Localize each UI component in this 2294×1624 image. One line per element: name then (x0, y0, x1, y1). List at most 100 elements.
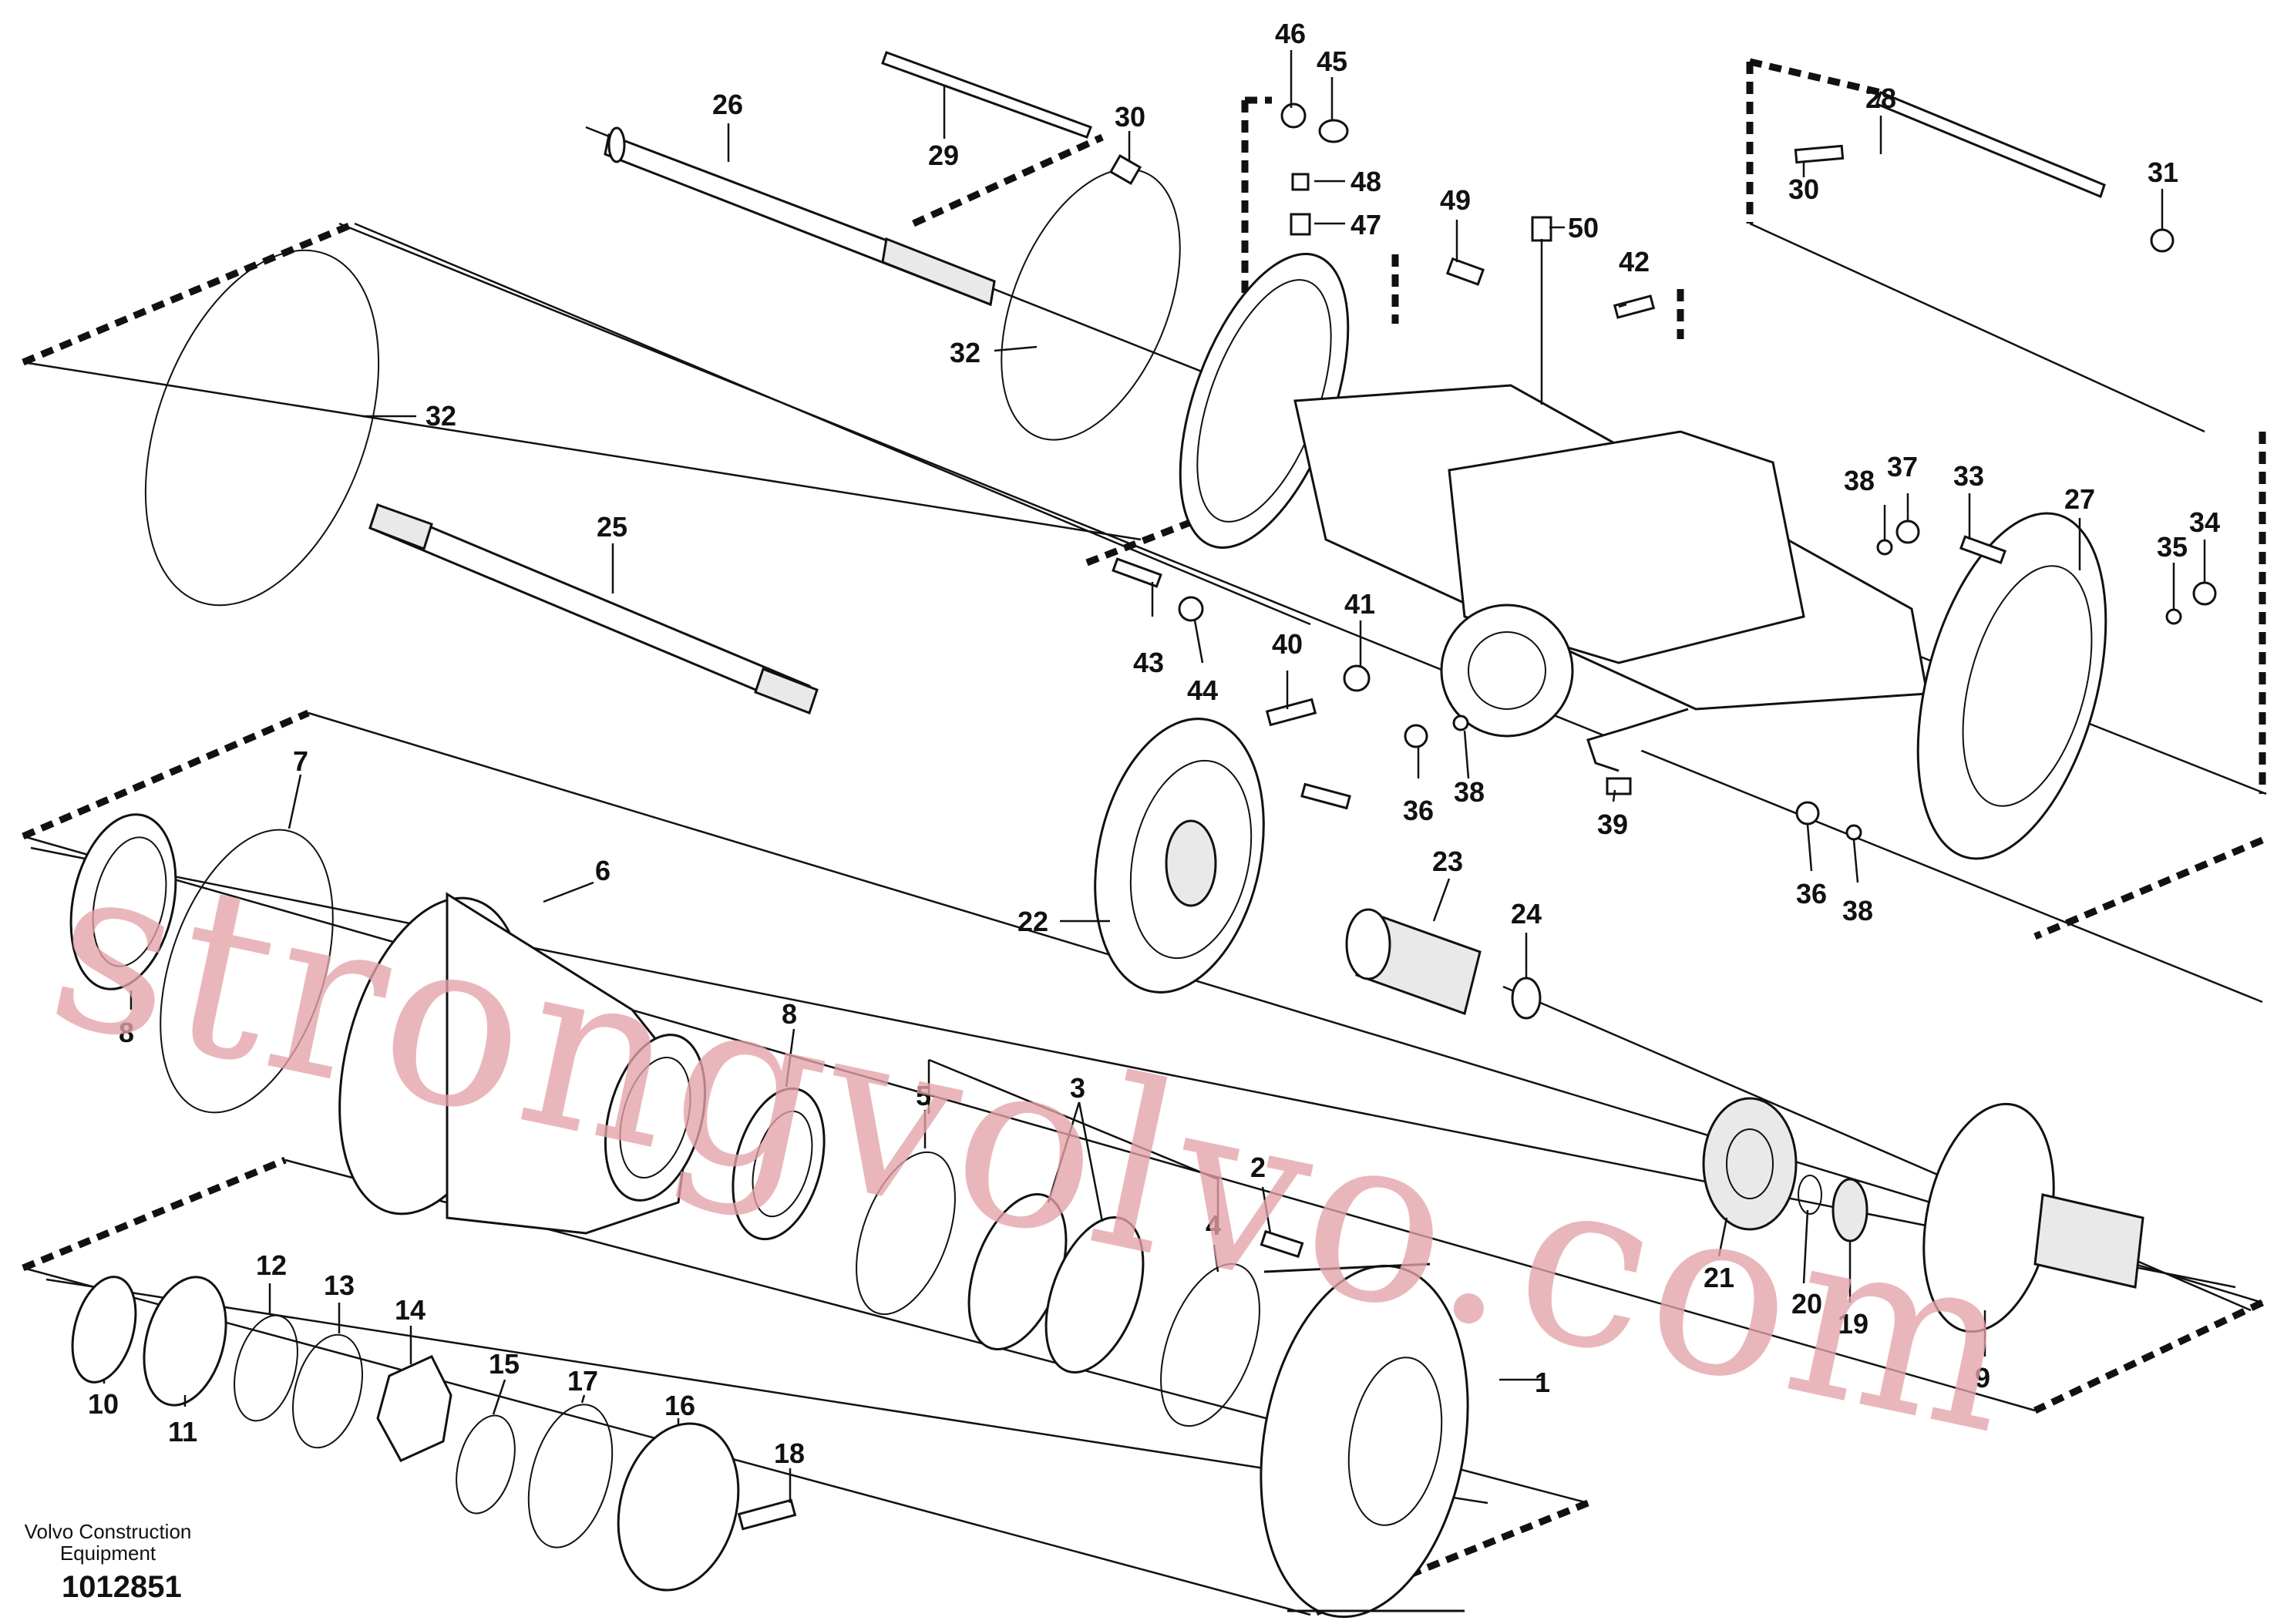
leader-20 (1802, 1209, 1809, 1284)
callout-33: 33 (1953, 460, 1984, 492)
callout-18: 18 (774, 1437, 805, 1469)
brake-spline (1165, 819, 1217, 907)
washer-38-left (1452, 714, 1469, 731)
callout-7: 7 (293, 745, 308, 777)
callout-41: 41 (1344, 588, 1375, 620)
ring-20 (1798, 1175, 1822, 1215)
callout-29: 29 (928, 140, 959, 171)
callout-42: 42 (1619, 246, 1650, 277)
shaft-26 (604, 126, 996, 307)
cover-16 (617, 1422, 740, 1592)
bolt-18 (737, 1498, 797, 1531)
leader-3a (1047, 1101, 1081, 1203)
callout-35: 35 (2157, 531, 2188, 563)
plug-45 (1318, 119, 1349, 143)
frame-27-bottom (2033, 836, 2264, 940)
frame-mid-edge2 (22, 835, 2036, 1412)
footer-company-line2: Equipment (60, 1542, 156, 1565)
callout-24: 24 (1511, 898, 1542, 930)
callout-9: 9 (1975, 1362, 1990, 1394)
o-ring-32-right (1001, 168, 1181, 441)
leader-38c (1852, 839, 1859, 883)
cap-31 (2150, 228, 2175, 253)
leader-17 (580, 1394, 586, 1404)
o-ring-4 (1160, 1263, 1260, 1427)
leader-21 (1717, 1217, 1728, 1257)
leader-39 (1612, 789, 1616, 802)
plug-36-right (1795, 801, 1820, 825)
washer-35 (2165, 608, 2182, 625)
ring-7 (160, 829, 334, 1114)
callout-21: 21 (1704, 1262, 1734, 1293)
planet-carrier-9 (1922, 1102, 2144, 1333)
sun-gear-end (1345, 908, 1391, 980)
leader-4 (1213, 1244, 1219, 1273)
hub-1-bore (1347, 1357, 1443, 1526)
leader-lines (103, 50, 2206, 1503)
document-number: 1012851 (62, 1570, 182, 1604)
footer-company-line1: Volvo Construction (25, 1520, 192, 1543)
callout-13: 13 (324, 1269, 355, 1301)
planet-gear-21-bore (1726, 1128, 1774, 1199)
stud-43 (1112, 557, 1162, 588)
shaft-25-body (368, 503, 811, 711)
lock-washer-13 (292, 1333, 363, 1449)
washer-38-top (1876, 539, 1893, 556)
callout-20: 20 (1791, 1288, 1822, 1320)
breather-47 (1290, 213, 1311, 236)
callout-8b: 8 (782, 998, 797, 1030)
axis-bottom (45, 1278, 1488, 1505)
wheel-hub-1 (1260, 1263, 1469, 1619)
o-ring-17 (527, 1404, 614, 1548)
bolt-40 (1265, 698, 1317, 727)
o-ring-5 (856, 1151, 956, 1316)
callout-45: 45 (1317, 45, 1347, 77)
plug-37 (1895, 519, 1920, 544)
frame-shafts-top (22, 220, 356, 366)
leader-7 (288, 774, 302, 829)
callout-22: 22 (1018, 906, 1048, 937)
planet-gear-21 (1702, 1097, 1798, 1231)
housing-flange-right (1916, 512, 2107, 860)
differential-flange-inner (1468, 631, 1546, 710)
carrier-6-bore (619, 1056, 691, 1179)
callout-2: 2 (1250, 1152, 1266, 1183)
o-ring-32-left (144, 249, 380, 607)
frame-28-top (1748, 58, 1882, 96)
leader-36b (1806, 824, 1813, 872)
hub-1-edge-top (1263, 1263, 1431, 1273)
frame-mid-bottom (2033, 1299, 2264, 1414)
callout-14: 14 (395, 1294, 426, 1326)
plug-34 (2192, 581, 2217, 606)
callout-44: 44 (1187, 674, 1218, 706)
plug-49 (1445, 257, 1485, 286)
callout-40: 40 (1272, 628, 1303, 660)
callout-19: 19 (1838, 1308, 1868, 1340)
leader-44 (1193, 620, 1204, 664)
leader-3b (1078, 1101, 1104, 1222)
brake-unit-22 (1094, 718, 1265, 994)
shaft-25 (368, 503, 819, 714)
hub-carrier-6 (338, 892, 707, 1235)
shaft-25-spline-left (368, 503, 433, 550)
callout-47: 47 (1350, 209, 1381, 240)
leader-42 (1618, 303, 1627, 308)
frame-shafts-guide (22, 361, 1142, 541)
pin-22 (1300, 782, 1351, 810)
callout-26: 26 (712, 89, 743, 120)
frame-mid-top (22, 709, 310, 840)
footer: Volvo Construction Equipment 1012851 (25, 1520, 192, 1604)
callout-4: 4 (1206, 1209, 1221, 1241)
hex-nut-14 (376, 1355, 452, 1462)
callout-10: 10 (88, 1388, 119, 1420)
callout-23: 23 (1432, 846, 1463, 877)
callout-labels: 1 2 3 4 5 6 7 8 8 9 10 11 12 13 14 15 16… (88, 18, 2220, 1469)
lock-washer-41 (1343, 664, 1371, 692)
brake-inner (1129, 759, 1253, 960)
shaft-25-spline-right (754, 667, 819, 714)
nut-11 (143, 1276, 227, 1407)
leader-3-frame (928, 1058, 1219, 1233)
callout-43: 43 (1133, 647, 1164, 678)
leader-2 (1261, 1186, 1272, 1234)
